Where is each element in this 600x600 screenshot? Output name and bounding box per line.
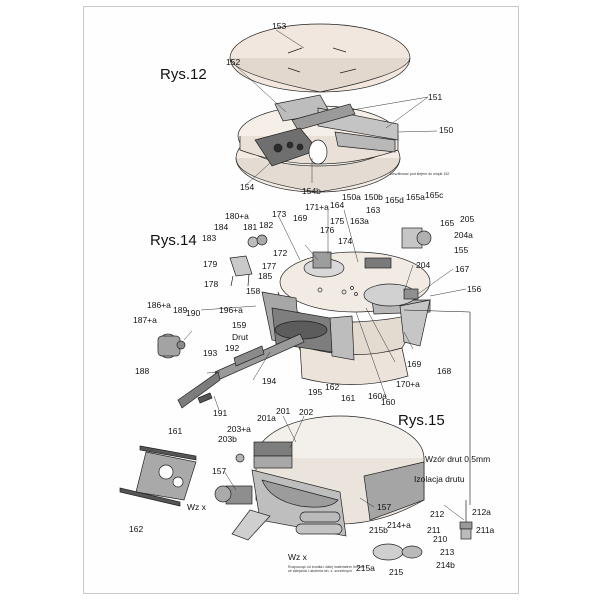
wzx-note-line1: Rozpocząć od środka i dalej materiałem '…: [288, 565, 366, 569]
part-label-165c: 165c: [425, 190, 444, 200]
fig12-title: Rys.12: [160, 66, 207, 83]
part-label-168: 168: [437, 366, 452, 376]
part-label-157-left: 157: [212, 466, 227, 476]
part-label-154: 154: [240, 182, 255, 192]
part-label-177: 177: [262, 261, 277, 271]
glue-note: Zeszlifować pod klejem do wnęki 152: [390, 172, 449, 176]
part-label-153: 153: [272, 21, 287, 31]
part-label-163: 163: [366, 205, 381, 215]
part-label-169-top: 169: [293, 213, 308, 223]
label-wire-insulation: Izolacja drutu: [414, 474, 465, 484]
part-label-184: 184: [214, 222, 229, 232]
glue-note-text: Zeszlifować pod klejem do wnęki 152: [390, 172, 450, 176]
part-label-210: 210: [433, 534, 448, 544]
fig15-drawing: [119, 415, 473, 561]
part-label-204a: 204a: [454, 230, 473, 240]
part-label-169-side: 169: [407, 359, 422, 369]
part-label-188: 188: [135, 366, 150, 376]
part-label-162-fig15: 162: [129, 524, 144, 534]
part-label-196a: 196+a: [219, 305, 243, 315]
wzx-note-line2: ze sklejania i ułożenia ich. z. szczelny…: [288, 569, 352, 574]
fig14-drawing: [157, 227, 471, 505]
part-label-174: 174: [338, 236, 353, 246]
part-label-192: 192: [225, 343, 240, 353]
fig15-title: Rys.15: [398, 412, 445, 429]
part-label-215: 215: [389, 567, 404, 577]
part-label-214b: 214b: [436, 560, 455, 570]
part-label-165: 165: [440, 218, 455, 228]
part-label-160a: 160a: [368, 391, 387, 401]
part-label-203b: 203b: [218, 434, 237, 444]
part-label-173: 173: [272, 209, 287, 219]
part-label-172: 172: [273, 248, 288, 258]
part-label-215b: 215b: [369, 525, 388, 535]
part-label-214a: 214+a: [387, 520, 411, 530]
part-label-152: 152: [226, 57, 241, 67]
part-label-150b: 150b: [364, 192, 383, 202]
part-label-wzx-1: Wz x: [187, 502, 206, 512]
part-label-213: 213: [440, 547, 455, 557]
part-label-212: 212: [430, 509, 445, 519]
part-label-151: 151: [428, 92, 443, 102]
part-label-150a: 150a: [342, 192, 361, 202]
part-label-189: 189: [173, 305, 188, 315]
part-label-178: 178: [204, 279, 219, 289]
part-label-159: 159: [232, 320, 247, 330]
part-label-181: 181: [243, 222, 258, 232]
part-label-157-right: 157: [377, 502, 392, 512]
part-label-204: 204: [416, 260, 431, 270]
wzx-note: Rozpocząć od środka i dalej materiałem '…: [288, 565, 365, 573]
part-label-170a: 170+a: [396, 379, 420, 389]
part-label-194: 194: [262, 376, 277, 386]
part-label-179: 179: [203, 259, 218, 269]
part-label-211: 211: [427, 525, 441, 535]
part-label-203a: 203+a: [227, 424, 251, 434]
part-label-182: 182: [259, 220, 274, 230]
leader-lines: [183, 29, 467, 521]
part-label-201: 201: [276, 406, 291, 416]
label-wire-pattern: Wzór drut 0,5mm: [425, 454, 491, 464]
part-label-158: 158: [246, 286, 261, 296]
part-label-205: 205: [460, 214, 475, 224]
part-label-176: 176: [320, 225, 335, 235]
part-label-187a: 187+a: [133, 315, 157, 325]
part-label-165a: 165a: [406, 192, 425, 202]
part-label-167: 167: [455, 264, 470, 274]
part-label-186a: 186+a: [147, 300, 171, 310]
part-label-193: 193: [203, 348, 218, 358]
part-label-wzx-2: Wz x: [288, 552, 307, 562]
part-label-191: 191: [213, 408, 228, 418]
part-label-165d: 165d: [385, 195, 404, 205]
part-label-155: 155: [454, 245, 469, 255]
part-label-180a: 180+a: [225, 211, 249, 221]
part-label-171a: 171+a: [305, 202, 329, 212]
part-label-163a: 163a: [350, 216, 369, 226]
part-label-162-fig14: 162: [325, 382, 340, 392]
part-label-161-fig14: 161: [341, 393, 356, 403]
part-label-185: 185: [258, 271, 273, 281]
fig12-drawing: [229, 23, 411, 193]
part-label-190: 190: [186, 308, 201, 318]
part-label-195: 195: [308, 387, 323, 397]
part-label-211a: 211a: [476, 525, 495, 535]
part-label-drut: Drut: [232, 332, 249, 342]
fig14-title: Rys.14: [150, 232, 197, 249]
part-label-201a: 201a: [257, 413, 276, 423]
part-label-156: 156: [467, 284, 482, 294]
part-label-215a: 215a: [356, 563, 375, 573]
part-label-154b: 154b: [302, 186, 321, 196]
part-label-161-fig15: 161: [168, 426, 183, 436]
part-label-164: 164: [330, 200, 345, 210]
part-label-160: 160: [381, 397, 396, 407]
part-label-183: 183: [202, 233, 217, 243]
part-label-175: 175: [330, 216, 345, 226]
part-label-212a: 212a: [472, 507, 491, 517]
part-label-202: 202: [299, 407, 314, 417]
part-label-150: 150: [439, 125, 454, 135]
